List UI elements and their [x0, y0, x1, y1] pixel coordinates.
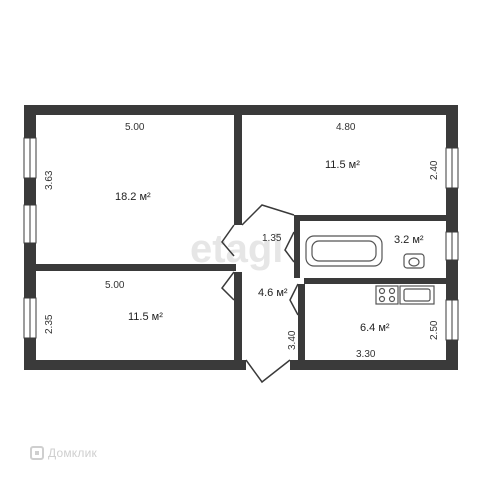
dim-top-left-width: 5.00	[125, 122, 145, 133]
door-kitchen	[289, 283, 299, 316]
doors	[221, 204, 299, 384]
outer-wall-bottom-right	[290, 360, 458, 370]
dim-hall-height: 3.40	[287, 330, 298, 350]
brand-text: Домклик	[48, 446, 97, 460]
wall-horizontal-right-lower	[304, 278, 446, 284]
brand-logo: Домклик	[30, 446, 97, 460]
dim-top-right-width: 4.80	[336, 122, 356, 133]
stove	[375, 285, 399, 305]
area-top-right: 11.5 м²	[325, 159, 360, 171]
wall-vertical-bath	[294, 221, 300, 278]
area-kitchen: 6.4 м²	[360, 322, 390, 334]
fixtures	[305, 235, 435, 305]
dim-top-right-height: 2.40	[429, 160, 440, 180]
dim-bottom-left-height: 2.35	[44, 314, 55, 334]
wall-horizontal-left-mid	[36, 264, 236, 271]
dim-bottom-left-width: 5.00	[105, 280, 125, 291]
wall-horizontal-right-upper	[294, 215, 446, 221]
watermark-text: etagi	[190, 227, 283, 271]
wall-vertical-hall-right	[298, 284, 305, 360]
house-icon	[30, 446, 44, 460]
door-entrance	[245, 359, 291, 384]
area-bathroom: 3.2 м²	[394, 234, 424, 246]
windows	[23, 137, 459, 341]
dim-hall-width: 1.35	[262, 233, 282, 244]
area-hall: 4.6 м²	[258, 287, 288, 299]
door-bathroom	[284, 231, 295, 263]
wall-vertical-center-bottom	[234, 272, 242, 360]
door-top-right-room	[241, 204, 295, 226]
outer-wall-top	[24, 105, 458, 115]
door-top-left-room	[221, 224, 235, 257]
area-bottom-left: 11.5 м²	[128, 311, 163, 323]
wall-vertical-center-top	[234, 115, 242, 225]
interior-walls	[36, 115, 446, 360]
dim-kitchen-height: 2.50	[429, 320, 440, 340]
bathtub	[305, 235, 383, 267]
door-bottom-left-room	[221, 271, 235, 301]
sink	[399, 285, 435, 305]
dim-kitchen-width: 3.30	[356, 349, 376, 360]
dim-top-left-height: 3.63	[44, 170, 55, 190]
area-top-left: 18.2 м²	[115, 191, 151, 203]
toilet	[403, 253, 425, 269]
outer-wall-bottom-left	[24, 360, 246, 370]
